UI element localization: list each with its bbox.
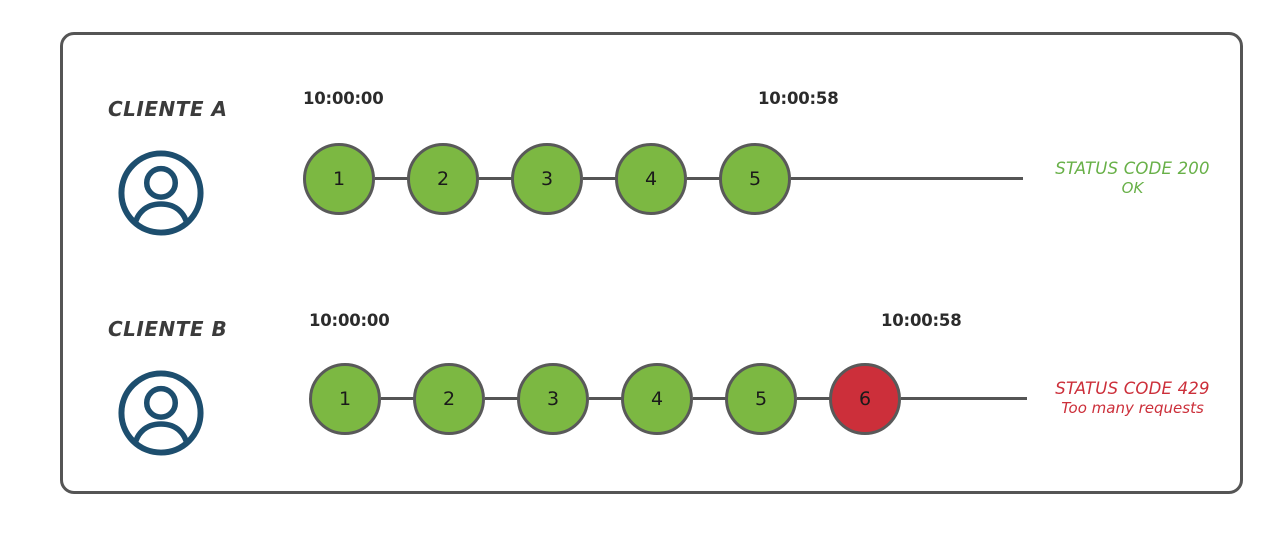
request-node-a-5[interactable]: 5 [719, 143, 791, 215]
timeline-b: 10:00:00 10:00:58 1 2 3 [63, 279, 1246, 479]
request-node-b-6[interactable]: 6 [829, 363, 901, 435]
client-row-a: CLIENTE A 10:00:00 10:00:58 [63, 59, 1246, 259]
timestamp-b-start: 10:00:00 [309, 311, 390, 330]
user-avatar-icon [115, 147, 207, 239]
request-node-b-4-number: 4 [650, 388, 664, 410]
status-a-code: STATUS CODE 200 [1055, 159, 1210, 178]
status-a-text: OK [1121, 179, 1144, 198]
connector-b-5-6 [797, 397, 831, 400]
connector-a-5-status [791, 177, 1023, 180]
user-avatar-icon [115, 367, 207, 459]
diagram-frame: CLIENTE A 10:00:00 10:00:58 [60, 32, 1243, 494]
client-b-label: CLIENTE B [108, 317, 228, 341]
status-badge-b: STATUS CODE 429 Too many requests [1025, 379, 1240, 417]
status-b-text: Too many requests [1061, 399, 1204, 418]
request-node-b-3[interactable]: 3 [517, 363, 589, 435]
request-node-b-1-number: 1 [338, 388, 352, 410]
connector-a-1-2 [375, 177, 409, 180]
status-badge-a: STATUS CODE 200 OK [1025, 159, 1240, 197]
request-node-a-3-number: 3 [540, 168, 554, 190]
request-node-b-3-number: 3 [546, 388, 560, 410]
connector-a-4-5 [687, 177, 721, 180]
request-node-b-5[interactable]: 5 [725, 363, 797, 435]
request-node-a-4[interactable]: 4 [615, 143, 687, 215]
request-node-a-2-number: 2 [436, 168, 450, 190]
timestamp-b-end: 10:00:58 [881, 311, 962, 330]
timeline-a: 10:00:00 10:00:58 1 2 3 [63, 59, 1246, 259]
connector-b-1-2 [381, 397, 415, 400]
client-row-b: CLIENTE B 10:00:00 10:00:58 [63, 279, 1246, 479]
connector-b-4-5 [693, 397, 727, 400]
request-node-b-6-number: 6 [858, 388, 872, 410]
request-node-b-2[interactable]: 2 [413, 363, 485, 435]
request-node-a-4-number: 4 [644, 168, 658, 190]
connector-a-2-3 [479, 177, 513, 180]
connector-b-3-4 [589, 397, 623, 400]
request-node-a-5-number: 5 [748, 168, 762, 190]
request-node-a-3[interactable]: 3 [511, 143, 583, 215]
request-node-a-2[interactable]: 2 [407, 143, 479, 215]
request-node-a-1-number: 1 [332, 168, 346, 190]
request-node-a-1[interactable]: 1 [303, 143, 375, 215]
timestamp-a-end: 10:00:58 [758, 89, 839, 108]
request-node-b-2-number: 2 [442, 388, 456, 410]
connector-b-6-status [901, 397, 1027, 400]
client-a-label: CLIENTE A [108, 97, 228, 121]
status-b-code: STATUS CODE 429 [1055, 379, 1210, 398]
request-node-b-5-number: 5 [754, 388, 768, 410]
request-node-b-1[interactable]: 1 [309, 363, 381, 435]
connector-a-3-4 [583, 177, 617, 180]
connector-b-2-3 [485, 397, 519, 400]
request-node-b-4[interactable]: 4 [621, 363, 693, 435]
timestamp-a-start: 10:00:00 [303, 89, 384, 108]
